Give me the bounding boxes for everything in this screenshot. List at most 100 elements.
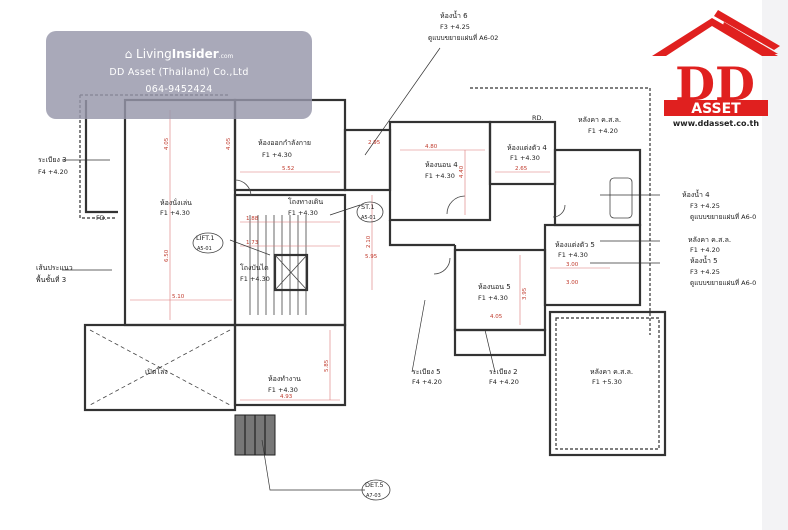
room-balcony5: ระเบียง 5 F4 +4.20 [412,368,442,386]
svg-text:F3 +4.25: F3 +4.25 [690,268,720,276]
room-balcony3: ระเบียง 3 F4 +4.20 [38,156,68,176]
dimension-lines [130,110,610,401]
svg-text:ST.1: ST.1 [361,203,375,211]
svg-text:หลังคา ค.ส.ล.: หลังคา ค.ส.ล. [688,236,731,244]
svg-text:3.95: 3.95 [522,287,528,300]
svg-text:F1 +4.30: F1 +4.30 [288,209,318,217]
svg-text:4.93: 4.93 [280,394,293,400]
room-dressing5: ห้องแต่งตัว 5 F1 +4.30 [555,241,595,259]
balcony-5-2-walls [453,328,547,357]
svg-text:ห้องนอน 5: ห้องนอน 5 [478,283,511,291]
svg-text:F4 +4.20: F4 +4.20 [412,378,442,386]
open-void-cross [89,329,231,406]
leader-lines [62,47,660,491]
svg-text:F1 +4.30: F1 +4.30 [478,294,508,302]
watermark-brand: ⌂ LivingInsider.com [46,47,312,61]
dimension-labels: 4.05 4.05 5.52 6.50 5.10 1.88 1.73 4.80 … [164,137,579,400]
svg-text:ระเบียง 2: ระเบียง 2 [489,368,518,376]
stair-callout: ST.1 A5-01 [356,201,384,223]
room-hall: โถงทางเดิน F1 +4.30 [288,197,323,217]
svg-text:F4 +4.20: F4 +4.20 [489,378,519,386]
svg-text:4.05: 4.05 [226,137,232,150]
svg-text:F1 +5.30: F1 +5.30 [592,378,622,386]
svg-text:ดูแบบขยายแผ่นที่ A6-02: ดูแบบขยายแผ่นที่ A6-02 [428,33,498,42]
svg-text:ห้องน้ำ 4: ห้องน้ำ 4 [682,188,710,199]
svg-text:โถงทางเดิน: โถงทางเดิน [288,197,323,206]
svg-text:2.95: 2.95 [368,140,381,146]
balcony3-wall [84,100,118,214]
work-room-walls [233,323,347,407]
svg-text:F1 +4.30: F1 +4.30 [268,386,298,394]
svg-text:ห้องแต่งตัว 5: ห้องแต่งตัว 5 [555,241,595,249]
svg-text:F1 +4.30: F1 +4.30 [510,154,540,162]
svg-text:ดูแบบขยายแผ่นที่ A6-0: ดูแบบขยายแผ่นที่ A6-0 [690,212,756,221]
svg-text:ห้องทำงาน: ห้องทำงาน [268,375,301,383]
svg-text:ระเบียง 5: ระเบียง 5 [412,368,441,376]
svg-text:4.80: 4.80 [425,144,438,150]
corridor-walls [343,220,457,330]
brand-bold: Insider [171,47,219,61]
page-edge-strip [762,0,788,530]
svg-text:หลังคา ค.ส.ล.: หลังคา ค.ส.ล. [578,116,621,124]
svg-text:LIFT.1: LIFT.1 [196,234,215,242]
svg-text:5.95: 5.95 [365,254,378,260]
svg-text:ห้องน้ำ 5: ห้องน้ำ 5 [690,254,718,265]
svg-text:หลังคา ค.ส.ล.: หลังคา ค.ส.ล. [590,368,633,376]
svg-text:F1 +4.30: F1 +4.30 [425,172,455,180]
room-bedroom4: ห้องนอน 4 F1 +4.30 [425,161,458,180]
svg-text:พื้นชั้นที่ 3: พื้นชั้นที่ 3 [36,273,66,284]
bedroom4-walls [388,120,492,222]
room-roof1: หลังคา ค.ส.ล. F1 +4.20 [578,116,621,135]
drain-marks: FD. RD. [96,114,544,222]
room-roof2: หลังคา ค.ส.ล. F1 +4.20 [688,236,731,254]
brand-icon: ⌂ [124,47,137,61]
svg-text:ห้องนอน 4: ห้องนอน 4 [425,161,458,169]
room-dressing4: ห้องแต่งตัว 4 F1 +4.30 [507,144,547,162]
svg-text:ห้องออกกำลังกาย: ห้องออกกำลังกาย [258,139,311,147]
svg-text:A5-01: A5-01 [197,246,212,252]
svg-text:F1 +4.30: F1 +4.30 [558,251,588,259]
svg-text:1.73: 1.73 [246,240,259,246]
svg-text:6.50: 6.50 [164,249,170,262]
svg-text:RD.: RD. [532,114,544,122]
svg-text:F1 +4.20: F1 +4.20 [588,127,618,135]
entry-stair-hatched [234,414,276,456]
room-roof3: หลังคา ค.ส.ล. F1 +5.30 [590,368,633,386]
svg-text:4.05: 4.05 [490,314,503,320]
svg-text:2.10: 2.10 [366,235,372,248]
bath6-walls [343,128,392,192]
svg-text:ASSET: ASSET [691,101,741,117]
lift-callout: LIFT.1 A5-01 [192,232,224,254]
watermark-phone: 064-9452424 [145,84,213,95]
door-swing [234,179,566,275]
svg-text:5.10: 5.10 [172,294,185,300]
brand-light: Living [136,47,172,61]
svg-text:5.52: 5.52 [282,166,294,172]
svg-text:โถงบันได: โถงบันได [240,263,269,272]
watermark-company: DD Asset (Thailand) Co.,Ltd [109,67,249,78]
room-bedroom5: ห้องนอน 5 F1 +4.30 [478,283,511,302]
room-bath5: ห้องน้ำ 5 F3 +4.25 ดูแบบขยายแผ่นที่ A6-0 [690,254,756,287]
svg-text:เส้นประแนว: เส้นประแนว [36,264,73,272]
room-bath6: ห้องน้ำ 6 F3 +4.25 ดูแบบขยายแผ่นที่ A6-0… [428,9,498,42]
dressing4-walls [488,120,557,186]
svg-text:1.88: 1.88 [246,216,259,222]
watermark-overlay: ⌂ LivingInsider.com DD Asset (Thailand) … [46,31,312,119]
brand-suffix: .com [218,53,234,60]
svg-text:DET.5: DET.5 [365,481,384,489]
svg-text:4.05: 4.05 [164,137,170,150]
room-living: ห้องนั่งเล่น F1 +4.30 [160,198,192,217]
room-bath4: ห้องน้ำ 4 F3 +4.25 ดูแบบขยายแผ่นที่ A6-0 [682,188,756,221]
room-stairhall: โถงบันได F1 +4.30 [240,263,270,283]
roof-bottom-right [548,310,667,457]
svg-text:F3 +4.25: F3 +4.25 [690,202,720,210]
roof-bottom-right-edge [555,317,660,450]
svg-text:FD.: FD. [96,214,107,222]
svg-text:F1 +4.20: F1 +4.20 [690,246,720,254]
floor-dashline-note: เส้นประแนว พื้นชั้นที่ 3 [36,264,73,284]
svg-text:F1 +4.30: F1 +4.30 [240,275,270,283]
dressing5-walls [543,223,642,307]
main-stair [249,215,309,315]
bath4-walls [553,148,642,227]
